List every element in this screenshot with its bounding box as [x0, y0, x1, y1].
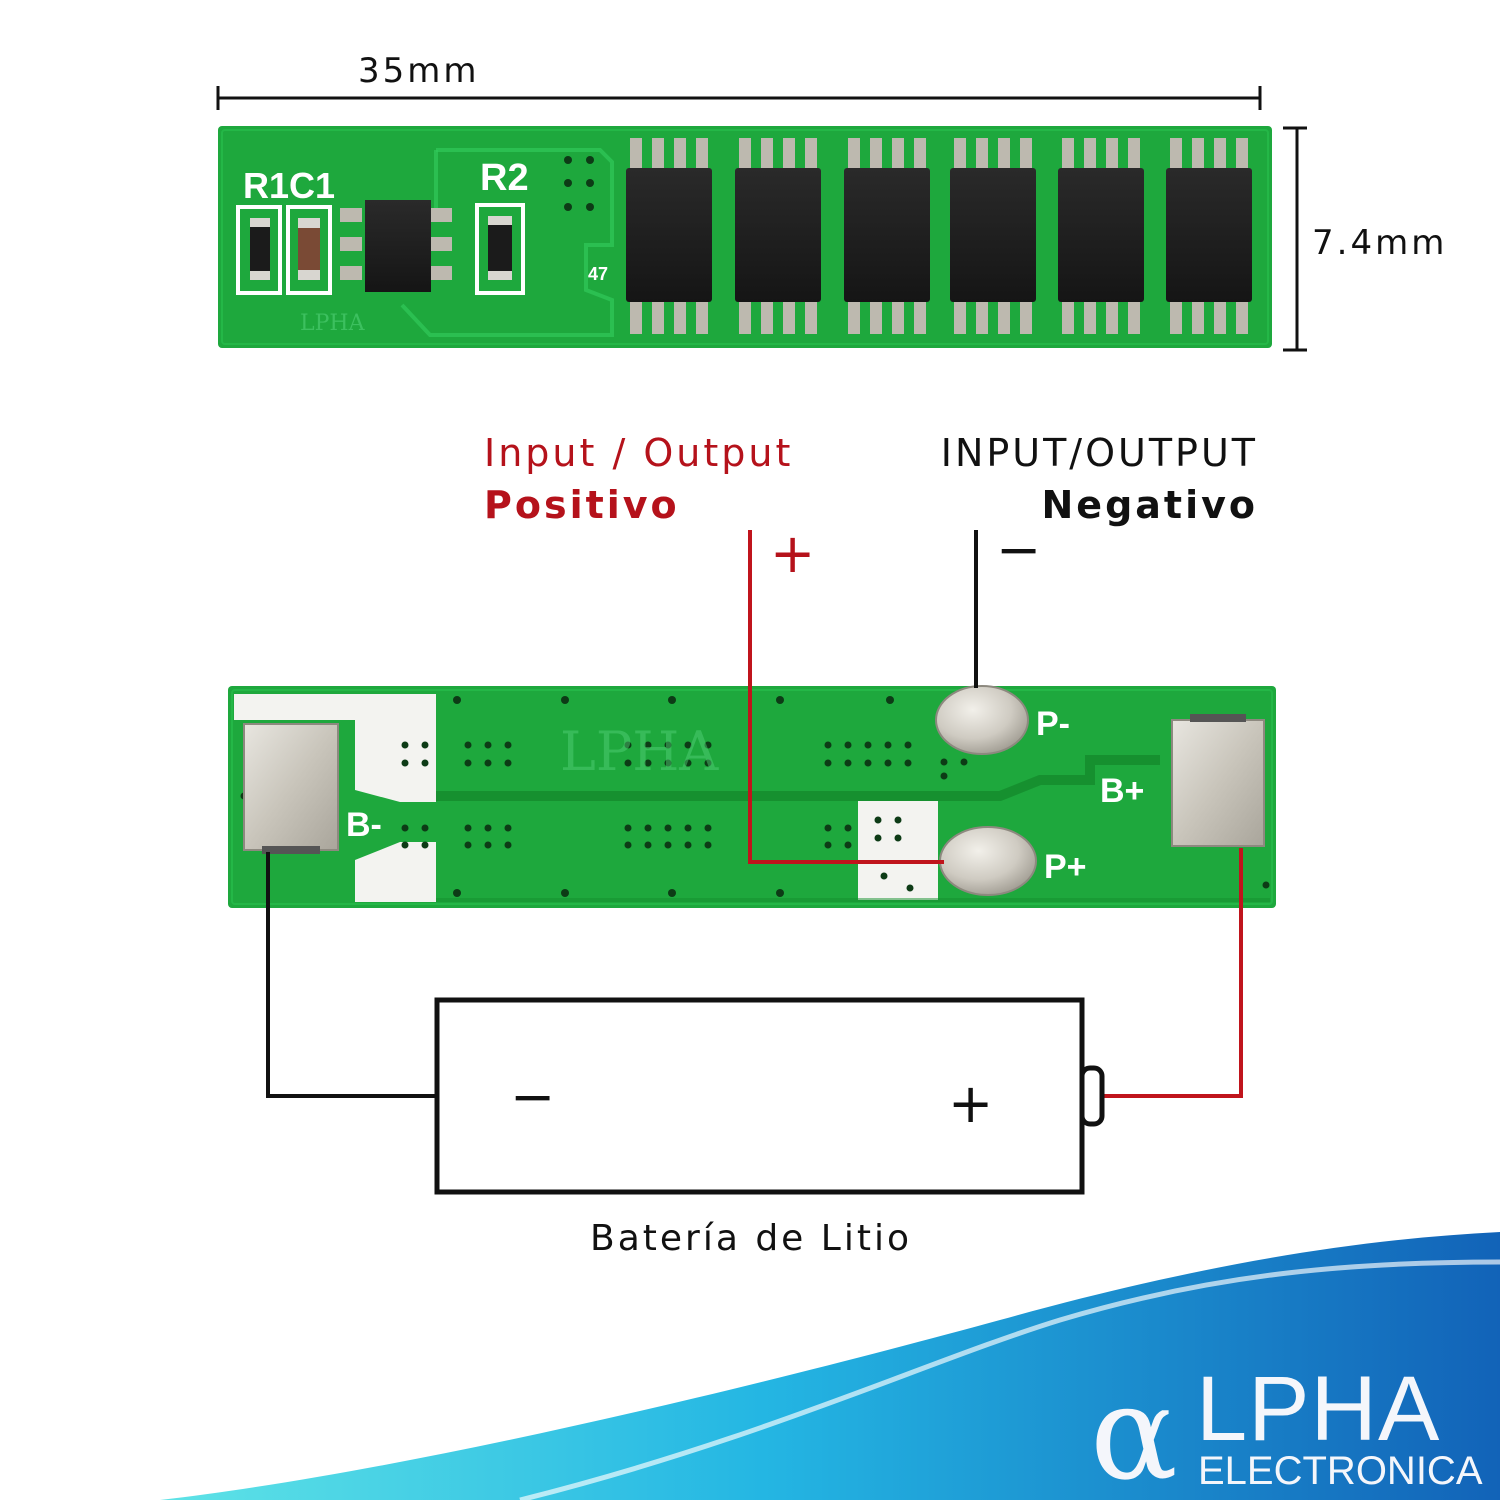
logo-alpha-glyph: α: [1090, 1357, 1178, 1500]
b-minus-label: B-: [346, 806, 382, 844]
positive-sign: +: [770, 522, 815, 585]
battery-minus-sign: −: [510, 1065, 555, 1128]
top-pcb-watermark: LPHA: [300, 311, 366, 336]
battery-positive-wire: [1104, 848, 1243, 1098]
negative-label-line1: INPUT/OUTPUT: [941, 431, 1258, 475]
negative-sign: −: [996, 518, 1041, 581]
negative-label-line2: Negativo: [1042, 483, 1259, 527]
p-minus-pad: [935, 685, 1029, 755]
positive-output-wire: [748, 530, 944, 864]
width-dimension: 35mm: [216, 51, 1262, 110]
positive-label-line2: Positivo: [484, 483, 680, 527]
battery-plus-sign: +: [948, 1072, 993, 1135]
p-plus-pad: [939, 826, 1037, 896]
p-minus-label: P-: [1036, 705, 1070, 743]
height-dimension: 7.4mm: [1283, 126, 1447, 352]
logo-wave: [160, 1232, 1500, 1500]
b-minus-pad: [243, 723, 339, 854]
height-dimension-label: 7.4mm: [1312, 223, 1447, 263]
p-plus-label: P+: [1044, 848, 1087, 886]
battery-negative-wire: [266, 852, 436, 1098]
b-plus-label: B+: [1100, 772, 1144, 810]
battery: − +: [434, 997, 1105, 1195]
mosfet-row: [626, 138, 1252, 334]
negative-terminal-label: INPUT/OUTPUT Negativo −: [941, 431, 1259, 581]
logo-main-text: LPHA: [1196, 1358, 1440, 1460]
silk-r1c1: R1C1: [243, 165, 335, 206]
b-plus-pad: [1171, 714, 1265, 847]
positive-label-line1: Input / Output: [484, 431, 793, 475]
bottom-pcb-watermark: LPHA: [560, 720, 719, 783]
logo-sub-text: ELECTRONICA: [1198, 1449, 1483, 1493]
alpha-logo: α LPHA ELECTRONICA: [1090, 1357, 1483, 1500]
width-dimension-label: 35mm: [358, 51, 480, 91]
silk-r2: R2: [480, 157, 529, 199]
silk-47: 47: [588, 264, 608, 284]
protection-ic: [340, 200, 452, 292]
positive-terminal-label: Input / Output Positivo +: [484, 431, 815, 585]
top-pcb: R1C1 R2 47 LPHA: [218, 126, 1272, 348]
battery-caption: Batería de Litio: [590, 1218, 912, 1259]
